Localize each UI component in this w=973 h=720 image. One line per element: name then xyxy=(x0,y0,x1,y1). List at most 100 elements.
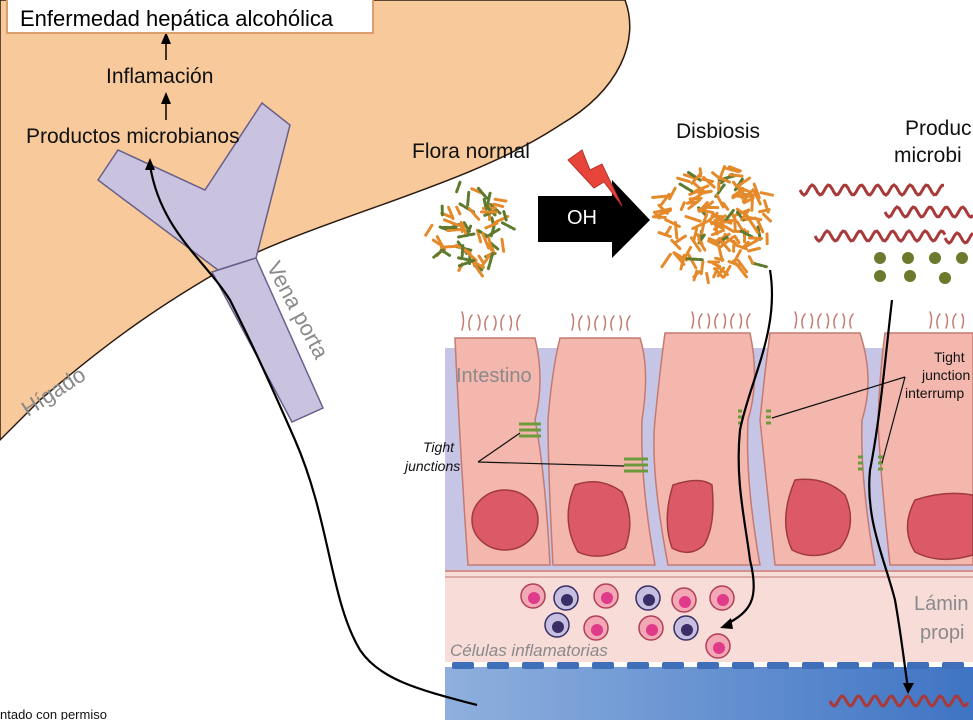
bacterium xyxy=(481,232,491,250)
bacterium xyxy=(442,218,461,227)
bacterium xyxy=(461,222,468,235)
bacterium xyxy=(676,176,692,184)
bacterium xyxy=(472,261,484,278)
liver-shape xyxy=(0,0,631,442)
bacterium xyxy=(711,171,722,180)
tight-junctions-label-line2: junctions xyxy=(405,458,461,474)
cell-nucleus xyxy=(561,594,573,606)
vessel-wall-bump xyxy=(697,662,719,669)
vessel-wall-bump xyxy=(907,662,929,669)
dysbiosis-label: Disbiosis xyxy=(676,120,761,143)
cell-nucleus xyxy=(679,596,691,608)
alcohol-arrow xyxy=(538,180,650,258)
bacterium xyxy=(456,256,473,262)
inflammation-label: Inflamación xyxy=(106,65,214,88)
cell-nucleus xyxy=(552,621,564,633)
cell-nucleus xyxy=(528,592,540,604)
bacterium xyxy=(736,258,749,274)
spiral-bacterium-blood xyxy=(828,694,970,708)
bacterium xyxy=(723,208,735,223)
vessel-wall-bump xyxy=(557,662,579,669)
bacterium xyxy=(682,173,696,180)
bacterium xyxy=(687,192,703,204)
blood-vessel-wall xyxy=(452,662,964,669)
bacterium xyxy=(712,265,720,279)
bacterium xyxy=(672,251,686,266)
bacterium xyxy=(763,199,770,214)
bacterium xyxy=(710,229,723,237)
bacterium xyxy=(691,220,709,231)
bacterium xyxy=(733,249,742,263)
nuclei xyxy=(471,478,973,561)
inflammatory-cells-label: Células inflamatorias xyxy=(450,641,608,660)
bacterium xyxy=(486,252,495,271)
portal-vein xyxy=(96,101,324,423)
vessel-wall-bump xyxy=(732,662,754,669)
bacterium xyxy=(748,218,760,235)
vessel-wall-bump xyxy=(522,662,544,669)
lamina-label-line1: Lámin xyxy=(914,593,969,615)
bacterium xyxy=(445,228,462,233)
tight-junction-marks xyxy=(519,409,883,473)
oh-label: OH xyxy=(567,207,597,229)
bacterium xyxy=(475,228,483,245)
bacterium xyxy=(459,220,464,234)
bacterium xyxy=(655,207,673,214)
tight-interrupted-line2: junction xyxy=(922,367,971,383)
microbial-products-right-line1: Produc xyxy=(905,117,972,140)
bacterium xyxy=(722,264,732,279)
cell-nucleus xyxy=(591,624,603,636)
lightning-icon xyxy=(567,149,623,207)
cell-nucleus xyxy=(646,624,658,636)
intestine-label: Intestino xyxy=(456,365,532,387)
bacterium xyxy=(723,166,741,174)
bacterium xyxy=(439,244,458,249)
bacterium xyxy=(686,170,702,182)
bacterium xyxy=(750,261,768,269)
bacterium xyxy=(664,225,672,237)
microbial-particles xyxy=(874,252,968,284)
bacterium xyxy=(670,238,682,251)
cell-nucleus xyxy=(601,592,613,604)
bacterium xyxy=(479,254,491,269)
bacterium xyxy=(733,214,737,233)
bacterium xyxy=(721,201,730,212)
bacterium xyxy=(715,193,725,209)
particle xyxy=(904,270,916,282)
vessel-wall-bump xyxy=(592,662,614,669)
cell-nucleus xyxy=(643,594,655,606)
particle xyxy=(902,252,914,264)
title-box: Enfermedad hepática alcohólica xyxy=(6,0,374,34)
bacterium xyxy=(699,260,705,276)
cell-nucleus xyxy=(713,642,725,654)
particle xyxy=(929,252,941,264)
lamina-label-line2: propi xyxy=(920,622,965,644)
bacterium xyxy=(424,223,434,237)
normal-flora-cluster xyxy=(424,180,516,278)
bacterium xyxy=(487,236,494,253)
bacterium xyxy=(736,264,748,279)
bacterium xyxy=(739,229,754,239)
vessel-wall-bump xyxy=(627,662,649,669)
bacterium xyxy=(500,221,516,231)
bacterium xyxy=(717,244,724,263)
bacterium xyxy=(747,246,761,253)
bacterium xyxy=(466,190,471,207)
bacterium xyxy=(688,187,705,196)
bacterium xyxy=(747,255,755,266)
tight-junctions-label-line1: Tight xyxy=(423,439,455,455)
bacterium xyxy=(685,257,704,262)
bacterium xyxy=(465,224,473,236)
vessel-wall-bump xyxy=(872,662,894,669)
vessel-wall-bump xyxy=(942,662,964,669)
bacterium xyxy=(651,194,670,200)
bacterium xyxy=(455,205,462,217)
bacterium xyxy=(660,252,672,269)
nucleus xyxy=(906,492,973,561)
bacterium xyxy=(477,254,485,265)
bacterium xyxy=(717,237,731,253)
bacterium xyxy=(700,200,715,213)
bacterium xyxy=(756,219,765,234)
bacterium xyxy=(718,176,731,184)
